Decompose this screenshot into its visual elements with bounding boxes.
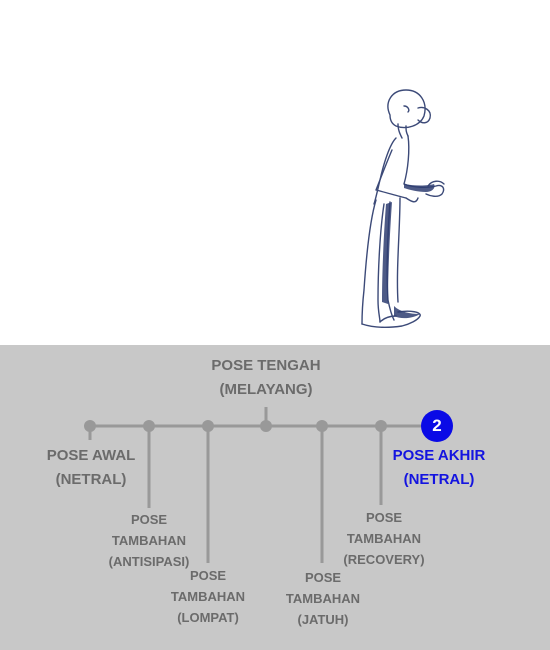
pose-timeline-panel: 2 POSE TENGAH (MELAYANG) POSE AWAL (NETR… (0, 345, 550, 650)
node-antisipasi (143, 420, 155, 432)
label-pose-jatuh: POSE TAMBAHAN (JATUH) (285, 570, 361, 627)
label-pose-recovery: POSE TAMBAHAN (RECOVERY) (343, 510, 425, 567)
label-pose-antisipasi: POSE TAMBAHAN (ANTISIPASI) (108, 512, 190, 569)
label-pose-tengah: POSE TENGAH (MELAYANG) (211, 357, 321, 398)
pose-timeline (84, 407, 437, 563)
node-lompat (202, 420, 214, 432)
label-pose-lompat: POSE TAMBAHAN (LOMPAT) (170, 568, 246, 625)
node-tengah (260, 420, 272, 432)
node-recovery (375, 420, 387, 432)
active-pose-badge: 2 (421, 410, 453, 442)
node-jatuh (316, 420, 328, 432)
character-sketch-area (361, 89, 445, 329)
character-sketch (361, 89, 445, 329)
label-pose-akhir: POSE AKHIR (NETRAL) (392, 447, 486, 488)
label-pose-awal: POSE AWAL (NETRAL) (46, 447, 136, 488)
node-awal (84, 420, 96, 432)
